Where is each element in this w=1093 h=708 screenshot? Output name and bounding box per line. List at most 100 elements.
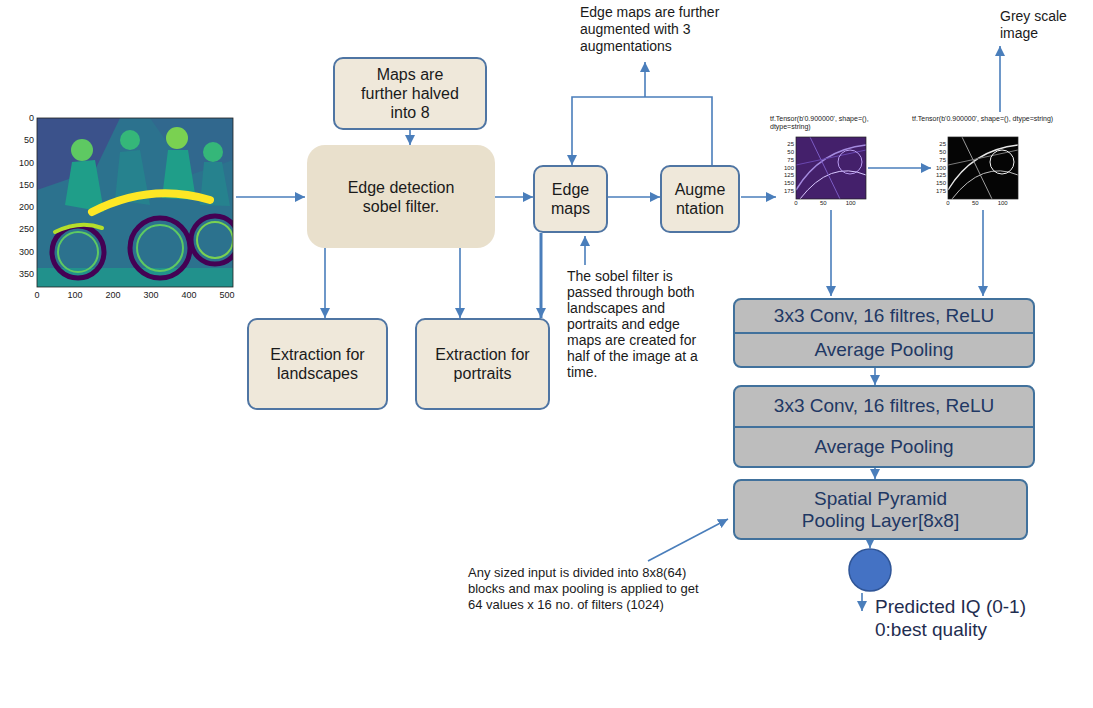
flow-arrow [409, 130, 411, 145]
tick-label: 75 [778, 157, 794, 164]
box-text: Average Pooling [735, 334, 1033, 366]
process-box: Extraction for landscapes [247, 318, 388, 410]
tick-label: 100 [778, 165, 794, 172]
edge-stroke [962, 137, 992, 199]
output-circle-shape [849, 549, 891, 591]
tick-label: 25 [778, 141, 794, 148]
tick-label: 175 [930, 188, 946, 195]
tick-label: 100 [12, 158, 34, 168]
edge-stroke [796, 145, 866, 190]
tick-label: 125 [930, 172, 946, 179]
tick-label: 50 [778, 149, 794, 156]
callout-note: Edge maps are further augmented with 3 a… [580, 4, 748, 55]
tick-label: 75 [930, 157, 946, 164]
flow-arrow [236, 196, 305, 198]
bike-wheel [191, 216, 233, 264]
flow-arrow [874, 468, 876, 479]
tick-label: 150 [930, 180, 946, 187]
edge-stroke [948, 145, 1018, 190]
edge-stroke [810, 137, 840, 199]
tick-label: 50 [12, 135, 34, 145]
tick-label: 100 [843, 200, 859, 207]
bike-wheel [52, 226, 104, 278]
bike-fender [92, 193, 210, 212]
box-text: 3x3 Conv, 16 filtres, ReLU [735, 300, 1033, 334]
image-ground [796, 137, 866, 199]
process-box: Augme ntation [660, 165, 740, 233]
layer-box: Spatial Pyramid Pooling Layer[8x8] [733, 479, 1028, 540]
leader-arrow [999, 46, 1001, 112]
tick-label: 500 [214, 290, 240, 300]
box-text: Extraction for portraits [425, 345, 540, 383]
callout-note: Grey scale image [1000, 8, 1080, 42]
tick-label: 150 [12, 180, 34, 190]
tick-label: 100 [995, 200, 1011, 207]
tick-label: 0 [24, 290, 50, 300]
box-text: Maps are further halved into 8 [354, 65, 466, 122]
process-box: Edge maps [533, 165, 608, 233]
tick-label: 350 [12, 269, 34, 279]
bike-wheel [197, 222, 233, 258]
rider-body [65, 160, 104, 212]
rider-helmet [203, 142, 223, 162]
tick-label: 50 [815, 200, 831, 207]
bike-wheel [130, 218, 190, 278]
plot-frame [796, 137, 866, 199]
flow-arrow [868, 167, 931, 169]
output-label: Predicted IQ (0-1) [875, 596, 1026, 618]
bike-wheel [137, 225, 183, 271]
callout-note: The sobel filter is passed through both … [567, 268, 699, 380]
flow-arrow [540, 233, 543, 318]
leader-arrow [648, 519, 728, 561]
flow-arrow [869, 540, 871, 548]
plot-frame [948, 137, 1018, 199]
tick-label: 250 [12, 224, 34, 234]
leader-arrow [861, 593, 863, 611]
process-box: Maps are further halved into 8 [333, 57, 487, 130]
plot-frame [37, 118, 233, 287]
rider-helmet [166, 127, 188, 149]
tick-label: 0 [788, 200, 804, 207]
tick-label: 125 [778, 172, 794, 179]
rider-helmet [71, 139, 93, 161]
output-circle: Predicted IQ (0-1)0:best quality [848, 548, 892, 592]
process-box: Extraction for portraits [415, 318, 550, 410]
rider-helmet [120, 130, 140, 150]
tick-label: 100 [930, 165, 946, 172]
box-text: Spatial Pyramid Pooling Layer[8x8] [781, 482, 981, 538]
image-ground [948, 137, 1018, 199]
flow-arrow [324, 248, 326, 318]
leader-lines [236, 46, 1000, 611]
circle-outline [848, 548, 892, 592]
tick-label: 200 [12, 202, 34, 212]
tick-label: 200 [100, 290, 126, 300]
tick-label: 25 [930, 141, 946, 148]
callout-note: Any sized input is divided into 8x8(64) … [468, 565, 704, 613]
process-box: Edge detection sobel filter. [307, 145, 495, 248]
bike-fender [55, 225, 102, 232]
tick-label: 0 [940, 200, 956, 207]
leader-arrow [584, 236, 586, 265]
box-text: Average Pooling [735, 428, 1033, 467]
tick-label: 300 [12, 247, 34, 257]
edge-stroke [990, 150, 1014, 174]
box-text: 3x3 Conv, 16 filtres, ReLU [735, 387, 1033, 428]
tick-label: 400 [176, 290, 202, 300]
edge-stroke [796, 150, 866, 165]
tick-label: 50 [930, 149, 946, 156]
box-text: Augme ntation [670, 180, 730, 218]
tick-label: 300 [138, 290, 164, 300]
flow-arrow [830, 210, 832, 296]
flow-arrow [608, 196, 660, 198]
leader-arrow [644, 62, 646, 97]
tick-label: 0 [12, 113, 34, 123]
box-text: Extraction for landscapes [257, 345, 378, 383]
tick-label: 100 [62, 290, 88, 300]
edge-map-image [796, 137, 866, 199]
layer-box: 3x3 Conv, 16 filtres, ReLUAverage Poolin… [733, 385, 1035, 468]
bike-wheel [58, 232, 98, 272]
tick-label: 150 [778, 180, 794, 187]
